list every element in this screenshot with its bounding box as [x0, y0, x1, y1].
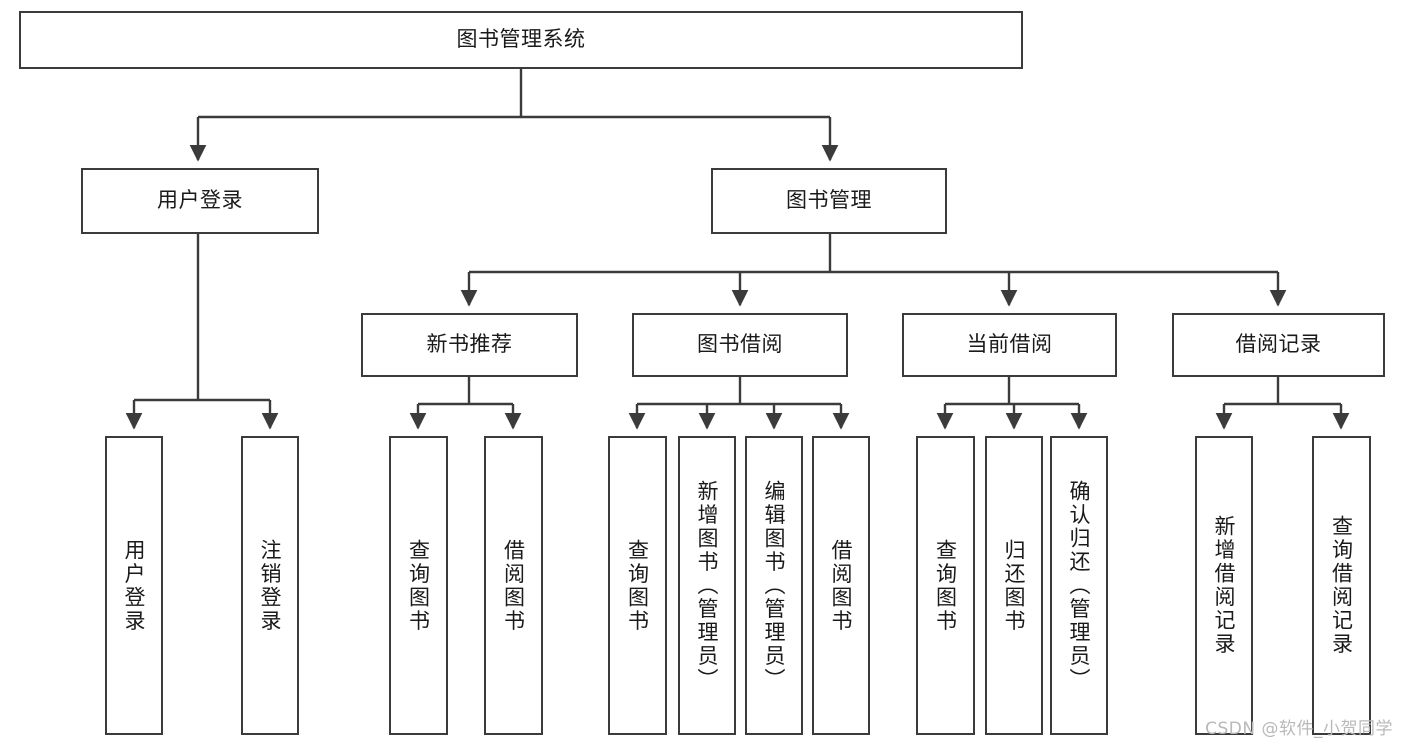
leaf-label: 注销登录 — [258, 538, 283, 633]
leaf-add-book-admin[interactable]: 新增图书（管理员） — [678, 436, 736, 735]
leaf-logout[interactable]: 注销登录 — [241, 436, 299, 735]
leaf-label: 查询图书 — [933, 538, 958, 633]
leaf-query-book-new[interactable]: 查询图书 — [389, 436, 448, 735]
leaf-confirm-return-admin[interactable]: 确认归还（管理员） — [1050, 436, 1108, 735]
node-level3-current-borrow[interactable]: 当前借阅 — [902, 313, 1117, 377]
node-level2-user-login[interactable]: 用户登录 — [81, 168, 319, 234]
leaf-label: 借阅图书 — [829, 538, 854, 633]
node-label: 当前借阅 — [966, 332, 1053, 357]
leaf-edit-book-admin[interactable]: 编辑图书（管理员） — [745, 436, 803, 735]
leaf-label: 编辑图书（管理员） — [762, 479, 787, 692]
node-label: 借阅记录 — [1235, 332, 1322, 357]
leaf-add-borrow-record[interactable]: 新增借阅记录 — [1195, 436, 1253, 735]
leaf-label: 归还图书 — [1002, 538, 1027, 633]
leaf-query-borrow-record[interactable]: 查询借阅记录 — [1312, 436, 1371, 735]
leaf-label: 用户登录 — [122, 538, 147, 633]
leaf-user-login[interactable]: 用户登录 — [105, 436, 163, 735]
node-level3-borrow-records[interactable]: 借阅记录 — [1172, 313, 1385, 377]
leaf-label: 查询图书 — [406, 538, 431, 633]
node-level3-book-borrow[interactable]: 图书借阅 — [632, 313, 848, 377]
leaf-query-book-current[interactable]: 查询图书 — [916, 436, 975, 735]
node-root[interactable]: 图书管理系统 — [19, 11, 1023, 69]
leaf-borrow-book[interactable]: 借阅图书 — [812, 436, 870, 735]
leaf-label: 确认归还（管理员） — [1067, 479, 1092, 692]
node-label: 新书推荐 — [426, 332, 513, 357]
node-label: 用户登录 — [157, 188, 243, 213]
leaf-return-book[interactable]: 归还图书 — [985, 436, 1043, 735]
leaf-label: 借阅图书 — [501, 538, 526, 633]
leaf-label: 查询借阅记录 — [1329, 515, 1354, 656]
node-level3-new-book-recommend[interactable]: 新书推荐 — [361, 313, 578, 377]
node-root-label: 图书管理系统 — [456, 27, 586, 52]
node-level2-book-management[interactable]: 图书管理 — [711, 168, 947, 234]
leaf-label: 新增借阅记录 — [1212, 515, 1237, 656]
leaf-borrow-book-new[interactable]: 借阅图书 — [484, 436, 543, 735]
node-label: 图书借阅 — [697, 332, 783, 357]
node-label: 图书管理 — [786, 188, 872, 213]
leaf-label: 查询图书 — [625, 538, 650, 633]
leaf-label: 新增图书（管理员） — [695, 479, 720, 692]
leaf-query-book-borrow[interactable]: 查询图书 — [608, 436, 667, 735]
